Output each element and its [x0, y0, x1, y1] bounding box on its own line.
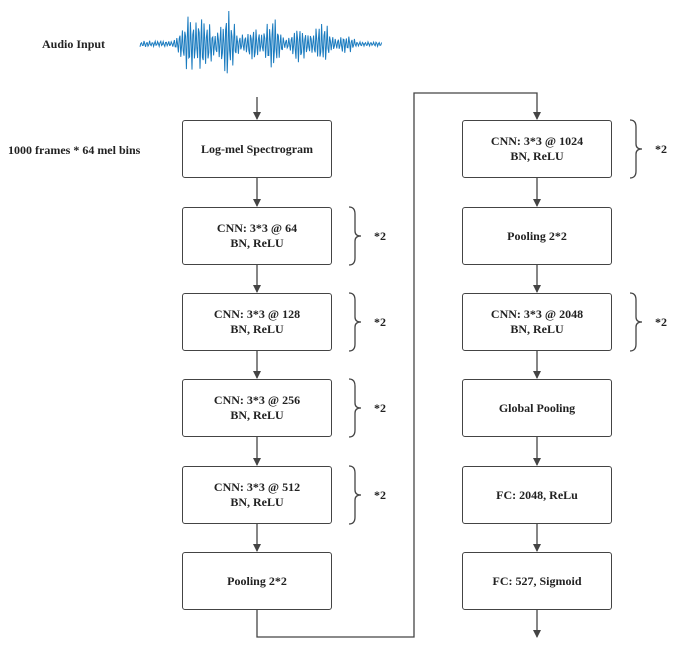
brace-cnn-64 [348, 206, 362, 266]
box-cnn-512: CNN: 3*3 @ 512 BN, ReLU [182, 466, 332, 524]
box-pooling-right: Pooling 2*2 [462, 207, 612, 265]
box-line1: CNN: 3*3 @ 64 [216, 221, 298, 235]
box-fc-2048: FC: 2048, ReLu [462, 466, 612, 524]
repeat-marker-cnn-512: *2 [374, 488, 386, 502]
brace-cnn-2048 [629, 292, 643, 352]
waveform-line [139, 10, 383, 74]
repeat-marker-cnn-64: *2 [374, 229, 386, 243]
audio-input-label: Audio Input [42, 37, 106, 51]
brace-cnn-1024 [629, 119, 643, 179]
box-line1: Pooling 2*2 [227, 573, 287, 588]
box-line2: BN, ReLU [510, 322, 564, 336]
box-line2: BN, ReLU [230, 322, 284, 336]
arrow-column-transition [256, 92, 541, 638]
box-line1: Pooling 2*2 [507, 228, 567, 243]
box-line1: Global Pooling [498, 400, 576, 415]
box-cnn-256: CNN: 3*3 @ 256 BN, ReLU [182, 379, 332, 437]
audio-waveform [139, 10, 383, 74]
brace-cnn-512 [348, 465, 362, 525]
repeat-marker-cnn-2048: *2 [655, 315, 667, 329]
repeat-marker-cnn-128: *2 [374, 315, 386, 329]
box-line1: Log-mel Spectrogram [200, 141, 314, 156]
repeat-marker-cnn-1024: *2 [655, 142, 667, 156]
box-line1: CNN: 3*3 @ 2048 [490, 307, 584, 321]
box-line2: BN, ReLU [230, 408, 284, 422]
box-line1: CNN: 3*3 @ 256 [213, 393, 301, 407]
box-line2: BN, ReLU [510, 149, 564, 163]
box-cnn-2048: CNN: 3*3 @ 2048 BN, ReLU [462, 293, 612, 351]
box-line1: CNN: 3*3 @ 512 [213, 480, 301, 494]
box-line1: FC: 2048, ReLu [496, 487, 578, 502]
repeat-marker-cnn-256: *2 [374, 401, 386, 415]
box-pooling-left: Pooling 2*2 [182, 552, 332, 610]
box-log-mel-spectrogram: Log-mel Spectrogram [182, 120, 332, 178]
box-line2: BN, ReLU [230, 236, 284, 250]
box-cnn-1024: CNN: 3*3 @ 1024 BN, ReLU [462, 120, 612, 178]
box-line2: BN, ReLU [230, 495, 284, 509]
frames-label: 1000 frames * 64 mel bins [8, 143, 141, 157]
box-line1: CNN: 3*3 @ 1024 [490, 134, 584, 148]
box-line1: CNN: 3*3 @ 128 [213, 307, 301, 321]
brace-cnn-128 [348, 292, 362, 352]
box-cnn-128: CNN: 3*3 @ 128 BN, ReLU [182, 293, 332, 351]
connectors [253, 92, 643, 638]
box-cnn-64: CNN: 3*3 @ 64 BN, ReLU [182, 207, 332, 265]
box-line1: FC: 527, Sigmoid [492, 573, 582, 588]
brace-cnn-256 [348, 378, 362, 438]
box-global-pooling: Global Pooling [462, 379, 612, 437]
box-fc-527: FC: 527, Sigmoid [462, 552, 612, 610]
